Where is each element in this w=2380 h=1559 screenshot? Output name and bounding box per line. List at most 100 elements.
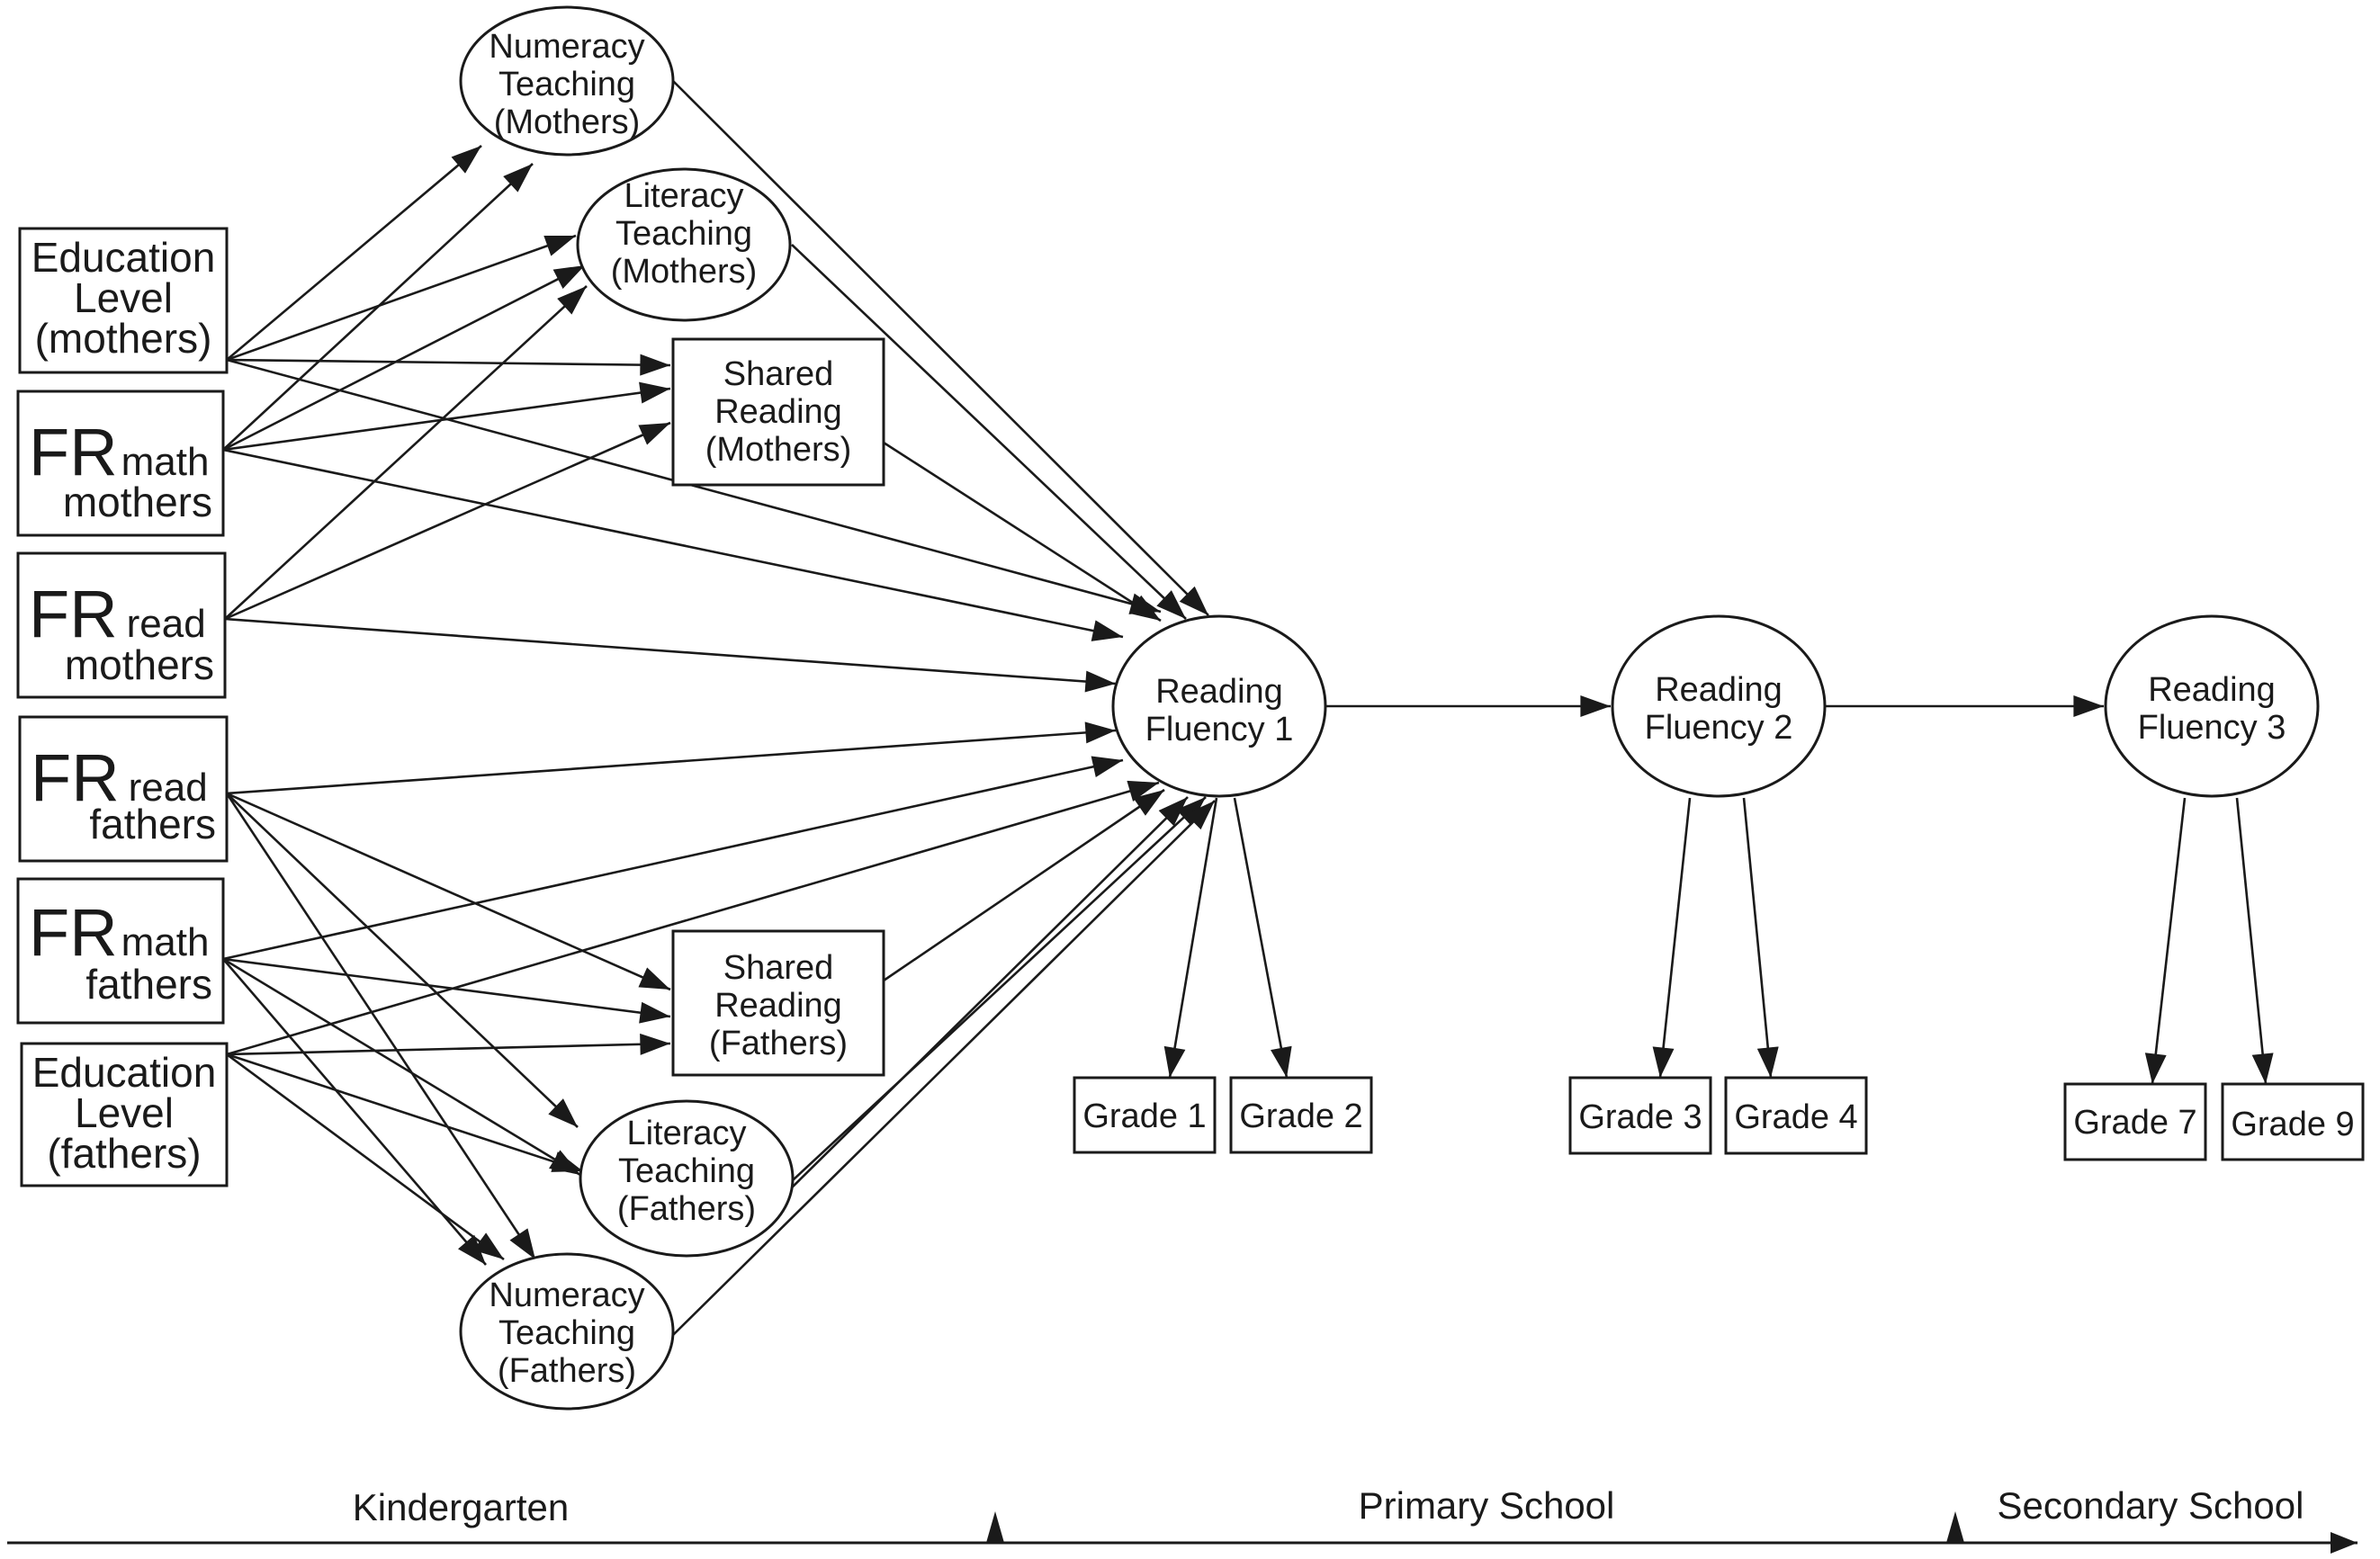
svg-text:Reading: Reading xyxy=(1155,673,1283,711)
grade-3-node: Grade 3 xyxy=(1568,1076,1712,1155)
path-arrow xyxy=(222,957,581,1177)
path-arrow xyxy=(1742,797,1779,1079)
svg-text:(Mothers): (Mothers) xyxy=(705,431,852,469)
path-arrow xyxy=(222,264,586,452)
reading-fluency-1-node: Reading Fluency 1 xyxy=(1111,614,1327,798)
path-arrow xyxy=(226,1053,584,1173)
svg-text:FRmath: FRmath xyxy=(29,415,209,489)
education-level-mothers-node: Education Level (mothers) xyxy=(18,227,229,374)
path-arrow xyxy=(222,448,1124,641)
timeline-tick-primary xyxy=(986,1511,1004,1543)
svg-text:Fluency 3: Fluency 3 xyxy=(2138,709,2286,747)
svg-text:(Fathers): (Fathers) xyxy=(498,1352,636,1390)
svg-text:FRmath: FRmath xyxy=(29,895,209,970)
svg-text:Grade 4: Grade 4 xyxy=(1734,1098,1857,1136)
path-arrow xyxy=(226,721,1117,795)
path-arrow xyxy=(224,421,671,621)
reading-fluency-3-node: Reading Fluency 3 xyxy=(2104,614,2320,798)
svg-text:Grade 2: Grade 2 xyxy=(1239,1098,1362,1135)
grade-2-node: Grade 2 xyxy=(1229,1076,1373,1154)
education-level-fathers-node: Education Level (fathers) xyxy=(20,1042,229,1187)
stage-kindergarten: Kindergarten xyxy=(353,1486,570,1528)
school-timeline: Kindergarten Primary School Secondary Sc… xyxy=(7,1484,2358,1554)
svg-text:Level: Level xyxy=(75,1089,174,1136)
numeracy-teaching-fathers-node: Numeracy Teaching (Fathers) xyxy=(459,1252,675,1411)
path-arrow xyxy=(883,441,1162,623)
reading-fluency-2-node: Reading Fluency 2 xyxy=(1611,614,1827,798)
stage-primary-school: Primary School xyxy=(1359,1484,1615,1527)
path-arrow xyxy=(224,617,1117,693)
shared-reading-fathers-node: Shared Reading (Fathers) xyxy=(671,929,885,1077)
path-arrow xyxy=(226,234,577,362)
svg-text:Fluency 1: Fluency 1 xyxy=(1145,711,1294,748)
svg-text:Grade 3: Grade 3 xyxy=(1578,1098,1702,1136)
svg-text:Grade 9: Grade 9 xyxy=(2231,1106,2354,1143)
svg-text:(Mothers): (Mothers) xyxy=(494,103,641,141)
svg-text:Reading: Reading xyxy=(2148,671,2276,709)
path-arrow xyxy=(222,756,1124,961)
path-arrow xyxy=(755,796,1207,1215)
path-arrow xyxy=(784,796,1189,1196)
path-arrow xyxy=(222,163,534,451)
path-arrow xyxy=(672,800,1216,1336)
path-arrow xyxy=(883,788,1165,982)
path-arrow xyxy=(1233,797,1292,1079)
svg-text:Level: Level xyxy=(74,274,173,321)
path-arrow xyxy=(222,958,487,1266)
svg-text:Reading: Reading xyxy=(714,393,842,431)
svg-text:Reading: Reading xyxy=(1655,671,1783,709)
svg-text:Teaching: Teaching xyxy=(618,1152,755,1190)
svg-text:Teaching: Teaching xyxy=(615,215,752,253)
path-arrow xyxy=(1652,797,1692,1079)
svg-text:(fathers): (fathers) xyxy=(47,1130,201,1177)
svg-text:Literacy: Literacy xyxy=(626,1115,746,1152)
svg-text:(mothers): (mothers) xyxy=(35,315,212,362)
grade-4-node: Grade 4 xyxy=(1724,1076,1868,1155)
svg-text:(Mothers): (Mothers) xyxy=(611,253,758,291)
path-arrow xyxy=(226,793,579,1128)
literacy-teaching-mothers-node: Literacy Teaching (Mothers) xyxy=(576,167,792,322)
grade-1-node: Grade 1 xyxy=(1073,1076,1217,1154)
literacy-teaching-fathers-node: Literacy Teaching (Fathers) xyxy=(579,1099,795,1258)
svg-text:Fluency 2: Fluency 2 xyxy=(1645,709,1793,747)
svg-text:mothers: mothers xyxy=(65,641,214,688)
svg-text:Shared: Shared xyxy=(723,355,834,393)
path-arrow xyxy=(222,957,671,1024)
path-arrow xyxy=(791,244,1187,620)
grade-7-node: Grade 7 xyxy=(2063,1082,2207,1161)
svg-text:mothers: mothers xyxy=(63,479,212,525)
svg-text:Teaching: Teaching xyxy=(498,66,635,103)
path-arrows xyxy=(222,80,2274,1336)
svg-text:Shared: Shared xyxy=(723,949,834,987)
grade-9-node: Grade 9 xyxy=(2221,1082,2365,1161)
stage-secondary-school: Secondary School xyxy=(1998,1484,2304,1527)
svg-text:Numeracy: Numeracy xyxy=(489,28,644,66)
path-arrow xyxy=(222,381,671,452)
svg-text:Grade 7: Grade 7 xyxy=(2073,1104,2196,1142)
svg-text:Teaching: Teaching xyxy=(498,1314,635,1352)
path-arrow xyxy=(226,1033,671,1056)
svg-text:(Fathers): (Fathers) xyxy=(617,1190,756,1228)
path-arrow xyxy=(224,285,588,620)
path-arrow xyxy=(1163,797,1218,1079)
path-arrow xyxy=(226,1053,505,1261)
path-arrow xyxy=(226,354,671,376)
path-arrow xyxy=(225,793,537,1260)
svg-text:Education: Education xyxy=(32,1049,217,1096)
path-arrow xyxy=(226,780,1160,1056)
shared-reading-mothers-node: Shared Reading (Mothers) xyxy=(671,337,885,487)
path-arrow xyxy=(2144,797,2187,1085)
fr-math-fathers-node: FRmath fathers xyxy=(16,877,225,1025)
svg-text:(Fathers): (Fathers) xyxy=(709,1025,848,1062)
svg-text:fathers: fathers xyxy=(89,801,216,847)
path-arrow xyxy=(226,145,482,361)
svg-text:Literacy: Literacy xyxy=(624,177,743,215)
numeracy-teaching-mothers-node: Numeracy Teaching (Mothers) xyxy=(459,5,675,157)
path-arrow xyxy=(672,80,1209,616)
svg-text:Numeracy: Numeracy xyxy=(489,1277,644,1314)
